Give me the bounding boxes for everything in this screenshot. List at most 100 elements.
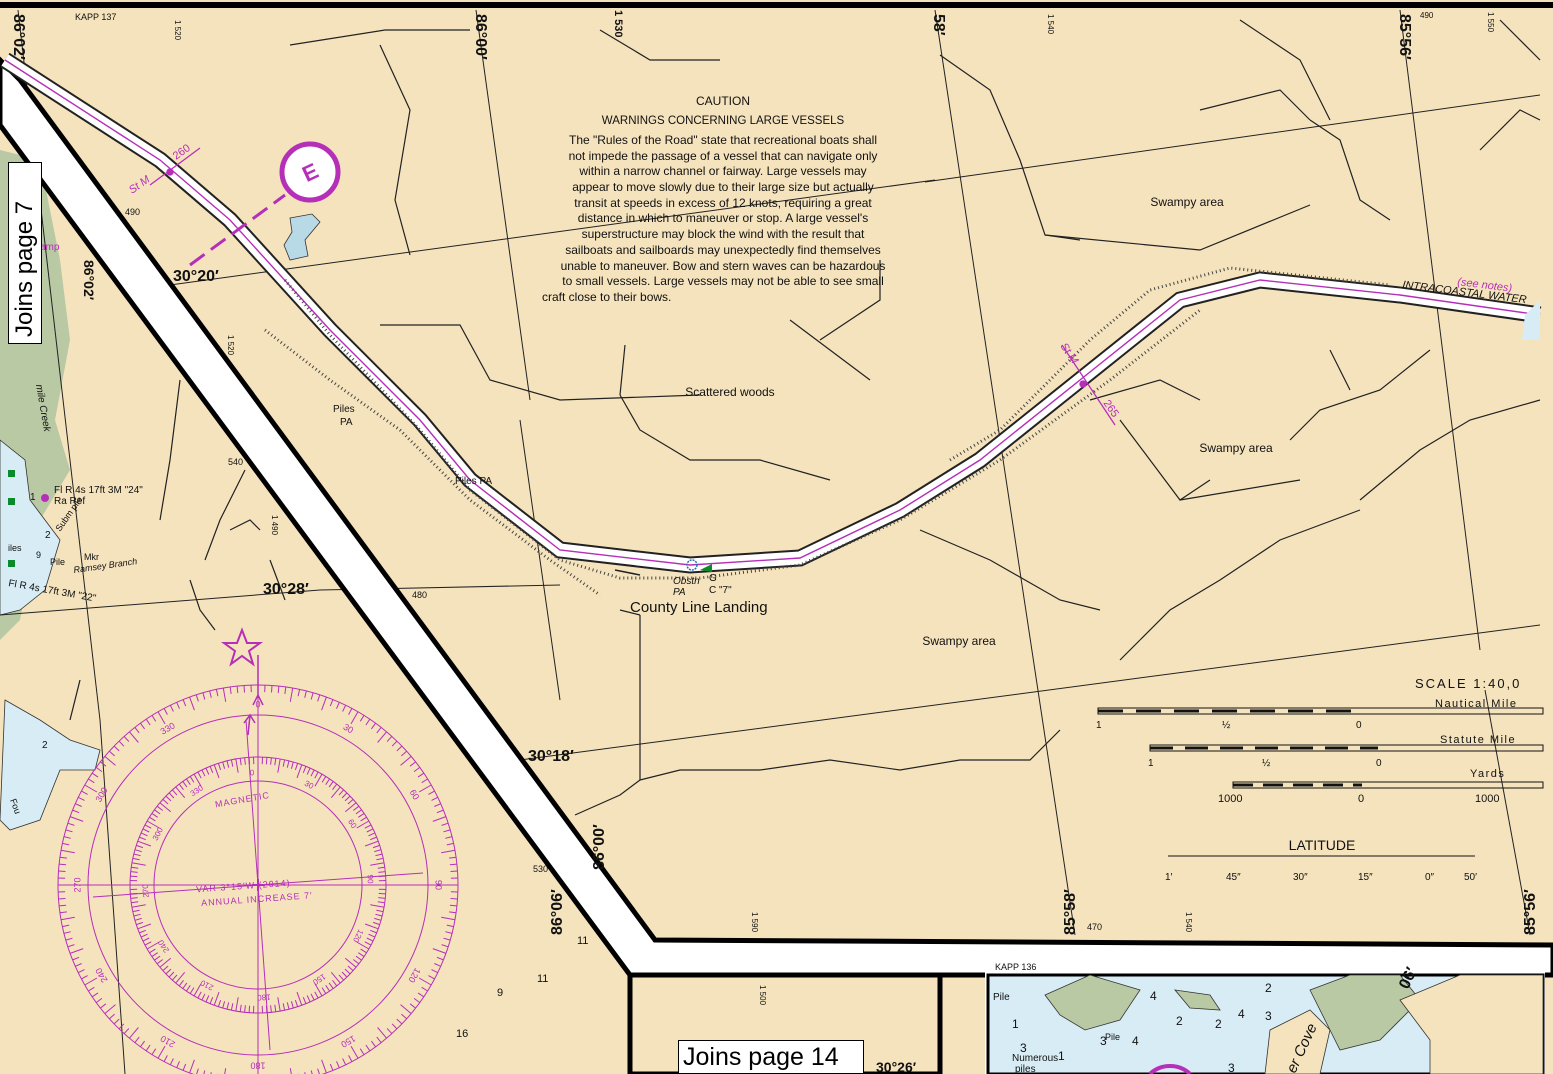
latitude-scale-tick: 45″: [1226, 872, 1241, 883]
graticule: [0, 9, 1541, 1074]
compass-tick: [374, 849, 382, 853]
compass-tick: [449, 856, 457, 859]
compass-tick: [342, 704, 347, 712]
compass-tick: [159, 802, 172, 813]
compass-tick: [157, 711, 166, 725]
compass-tick: [366, 828, 374, 833]
compass-tick: [139, 929, 146, 934]
compass-tick: [195, 694, 199, 702]
caution-subtitle: WARNINGS CONCERNING LARGE VESSELS: [602, 115, 845, 127]
compass-tick: [84, 977, 98, 986]
compass-tick: [310, 993, 315, 1001]
compass-tick: [77, 796, 85, 801]
compass-tick: [449, 904, 457, 907]
compass-tick: [294, 999, 299, 1007]
compass-tick: [104, 756, 116, 766]
compass-tick: [162, 965, 169, 971]
compass-tick: [431, 969, 439, 974]
compass-tick: [139, 1040, 146, 1048]
compass-tick: [374, 917, 382, 921]
compass-tick: [209, 766, 214, 773]
compass-tick: [172, 789, 178, 796]
compass-tick: [81, 790, 88, 795]
compass-tick: [113, 745, 120, 752]
compass-tick: [347, 799, 354, 805]
compass-tick: [359, 715, 365, 722]
joins-page-left[interactable]: Joins page 7: [8, 162, 42, 344]
feature-label: Mkr: [84, 552, 99, 562]
compass-tick: [377, 866, 385, 869]
sounding: 2: [45, 530, 51, 541]
compass-tick: [265, 757, 268, 765]
compass-tick: [366, 937, 374, 942]
compass-tick: [306, 995, 311, 1003]
latitude-scale-title: LATITUDE: [1289, 837, 1356, 853]
compass-tick: [131, 862, 146, 866]
compass-tick: [91, 772, 99, 778]
compass-tick: [321, 987, 327, 994]
compass-tick: [289, 1068, 292, 1074]
compass-tick: [344, 802, 357, 813]
compass-tick: [376, 909, 384, 913]
compass-tick: [230, 759, 234, 767]
longitude-label: 85°56′: [1522, 889, 1539, 935]
longitude-label: 58′: [930, 14, 947, 36]
compass-tick: [304, 1072, 306, 1074]
compass-tick: [347, 965, 354, 971]
compass-tick: [329, 699, 334, 707]
compass-tick: [274, 1004, 277, 1012]
compass-tick: [325, 778, 331, 785]
joins-page-bottom[interactable]: Joins page 14: [678, 1040, 864, 1074]
compass-tick: [368, 933, 376, 938]
compass-tick: [239, 1004, 242, 1012]
caution-line-10: to small vessels. Large vessels may not …: [562, 274, 883, 288]
compass-tick: [222, 687, 227, 702]
compass-tick: [165, 968, 172, 975]
compass-tick: [428, 975, 435, 980]
chart-id-bottom: KAPP 136: [995, 962, 1036, 972]
compass-inner-label: 30: [303, 779, 316, 791]
compass-tick: [213, 764, 220, 779]
inset-label: Pile: [1105, 1032, 1120, 1042]
longitude-label: 85°58′: [1062, 889, 1079, 935]
compass-tick: [446, 924, 454, 928]
compass-tick: [159, 957, 172, 968]
longitude-label: 86°02′: [81, 260, 97, 301]
compass-tick: [185, 778, 191, 785]
compass-tick: [441, 849, 456, 854]
compass-tick: [344, 795, 351, 802]
compass-tick: [391, 1023, 398, 1030]
contour-value: 1 520: [173, 20, 182, 41]
compass-tick: [145, 1044, 151, 1052]
compass-tick: [169, 1058, 174, 1066]
compass-outer-label: 90: [434, 880, 444, 890]
compass-tick: [332, 783, 338, 791]
compass-tick: [400, 1004, 412, 1014]
channel-label: Piles PA: [455, 476, 492, 487]
compass-tick: [130, 871, 138, 873]
compass-tick: [296, 991, 303, 1006]
compass-tick: [431, 796, 439, 801]
compass-tick: [282, 759, 286, 767]
compass-tick: [377, 901, 385, 904]
svg-text:1: 1: [1058, 1049, 1065, 1063]
caution-line-1: The "Rules of the Road" state that recre…: [569, 133, 877, 147]
contour-value: 470: [1087, 922, 1102, 932]
compass-tick: [217, 999, 222, 1007]
compass-tick: [350, 711, 359, 725]
compass-tick: [193, 773, 202, 787]
compass-tick: [436, 809, 444, 814]
compass-tick: [386, 736, 393, 742]
compass-tick: [375, 853, 383, 857]
compass-tick: [314, 771, 319, 779]
compass-tick: [413, 997, 421, 1004]
compass-tick: [222, 1001, 226, 1009]
area-label-swampy: Swampy area: [1150, 195, 1224, 209]
compass-tick: [352, 805, 360, 811]
compass-tick: [356, 820, 370, 829]
compass-tick: [201, 769, 206, 777]
compass-tick: [401, 750, 407, 757]
compass-tick: [364, 840, 379, 847]
compass-tick: [226, 1002, 230, 1010]
inset-label: Pile: [993, 992, 1010, 1003]
